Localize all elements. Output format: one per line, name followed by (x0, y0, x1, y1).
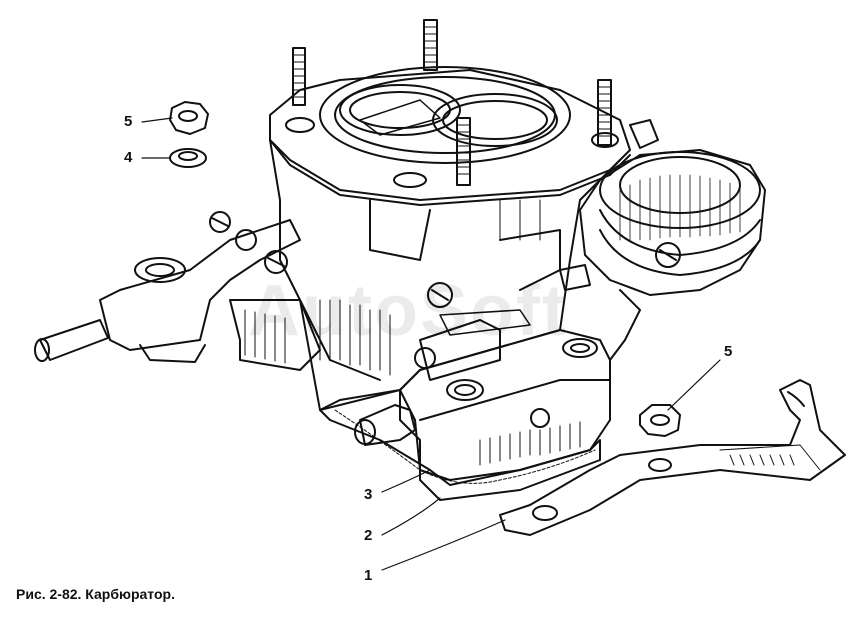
stud-4 (456, 117, 471, 186)
throttle-port-1 (446, 379, 484, 401)
callout-label-3: 3 (364, 486, 373, 503)
stud-2 (423, 19, 438, 71)
nut-right (639, 404, 681, 437)
bracket-hole-1 (532, 505, 558, 521)
callout-label-5-nut: 5 (124, 113, 133, 130)
callout-label-2: 2 (364, 527, 373, 544)
leader-1 (381, 519, 506, 571)
leader-3 (381, 469, 431, 493)
leader-5-right (667, 359, 721, 411)
stud-1 (292, 47, 306, 106)
mounting-bracket (499, 379, 846, 536)
stud-3 (597, 79, 612, 146)
watermark: AutoSoft (248, 271, 568, 351)
linkage-screw (427, 282, 453, 308)
callout-label-5-nut-right: 5 (724, 343, 733, 360)
nut-top-left (169, 101, 209, 135)
bracket-hole-2 (648, 458, 672, 472)
top-flange (269, 69, 631, 201)
flange-hole-left (285, 117, 315, 133)
leader-2 (381, 497, 441, 536)
leader-5-left (141, 117, 173, 123)
fuel-inlet-arm (99, 219, 301, 351)
figure-caption: Рис. 2-82. Карбюратор. (16, 586, 175, 602)
inlet-boss (134, 257, 186, 283)
air-horn-outer (319, 66, 571, 164)
air-horn-primary (339, 84, 461, 136)
callout-label-4-washer: 4 (124, 149, 133, 166)
flange-hole-right (591, 132, 619, 148)
screw-2 (264, 250, 288, 274)
screw-1 (209, 211, 231, 233)
gasket (319, 389, 601, 501)
throttle-port-2 (562, 338, 598, 358)
fuel-inlet-pipe (39, 319, 109, 361)
callout-label-1: 1 (364, 567, 373, 584)
